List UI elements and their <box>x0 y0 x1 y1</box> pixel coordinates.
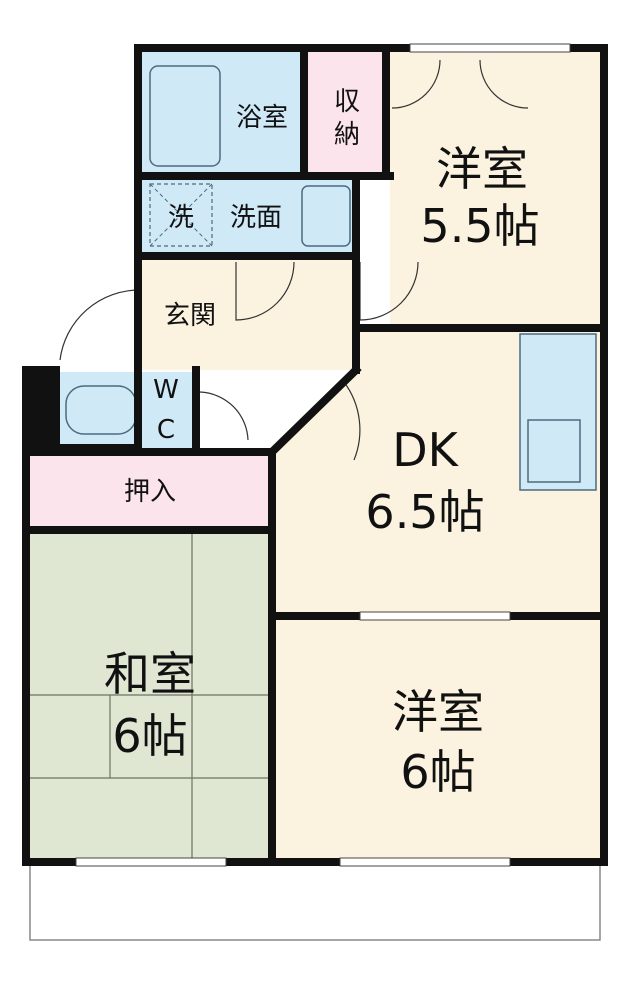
kitchen-counter <box>519 333 597 491</box>
toilet-floor <box>60 372 194 450</box>
western-room-north-name: 洋室 <box>436 142 528 196</box>
entrance-label: 玄関 <box>164 301 216 331</box>
washroom-label: 洗面 <box>230 203 282 233</box>
western-room-north-size: 5.5帖 <box>420 199 539 253</box>
bathroom-label: 浴室 <box>236 103 288 133</box>
japanese-room-name: 和室 <box>104 647 196 701</box>
storage-label-2: 納 <box>334 120 360 150</box>
wall-block <box>22 366 60 452</box>
laundry-label: 洗 <box>168 203 194 233</box>
storage-label-1: 収 <box>334 87 360 117</box>
hall-floor <box>142 256 356 370</box>
toilet-label-2: C <box>157 415 175 445</box>
tatami-pattern <box>30 532 274 858</box>
washbasin-icon <box>301 185 351 247</box>
sink-icon <box>527 419 581 483</box>
windows <box>75 43 571 867</box>
closet-floor <box>30 452 274 530</box>
toilet-label-1: W <box>153 375 179 405</box>
bathroom-floor <box>142 52 308 174</box>
dk-floor <box>274 330 600 614</box>
balcony <box>29 861 601 941</box>
western-room-south-floor <box>276 618 600 858</box>
japanese-room-size: 6帖 <box>112 709 187 763</box>
western-room-north-floor <box>390 52 600 330</box>
closet-label: 押入 <box>124 477 176 507</box>
storage-floor <box>308 52 390 174</box>
dk-size: 6.5帖 <box>365 485 484 539</box>
western-room-south-name: 洋室 <box>392 685 484 739</box>
bathtub-icon <box>149 65 221 167</box>
western-room-south-size: 6帖 <box>400 745 475 799</box>
laundry-space <box>149 183 213 247</box>
washroom-floor <box>142 176 356 254</box>
dk-name: DK <box>392 423 459 477</box>
